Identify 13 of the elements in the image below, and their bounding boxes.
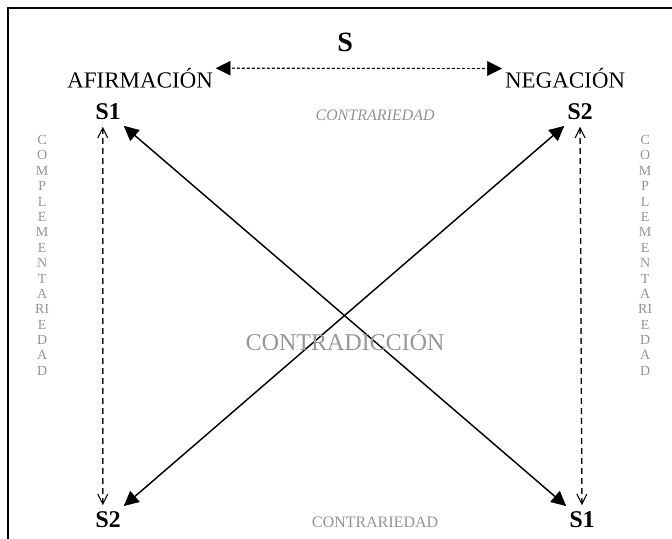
arrow xyxy=(574,127,588,505)
relation-label: CONTRARIEDAD xyxy=(312,515,438,531)
arrow xyxy=(216,60,502,76)
relation-label: COMPLEMEN TARIEDAD xyxy=(638,133,652,380)
position-label: S2 xyxy=(567,100,593,124)
term-label: AFIRMACIÓN xyxy=(67,68,213,92)
position-label: S2 xyxy=(95,508,121,532)
arrow xyxy=(97,127,108,505)
position-label: S1 xyxy=(95,100,121,124)
relation-label: COMPLEMEN TARIEDAD xyxy=(35,133,49,380)
position-label: S1 xyxy=(569,508,595,532)
term-label: NEGACIÓN xyxy=(504,68,626,92)
relation-label: CONTRARIEDAD xyxy=(315,108,435,124)
